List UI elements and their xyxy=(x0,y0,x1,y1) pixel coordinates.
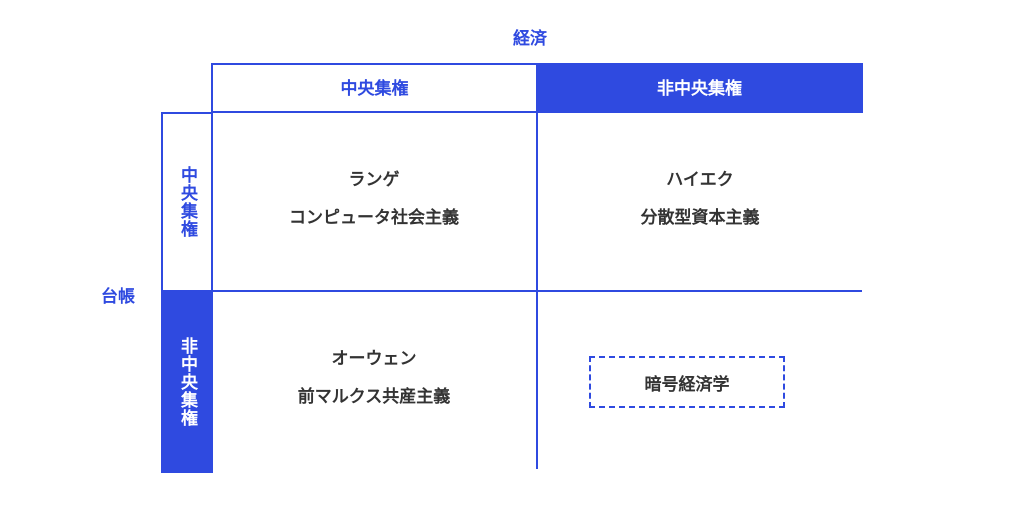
cell-central-decentral-line1: ハイエク xyxy=(666,170,734,190)
cell-decentral-decentral-dashed-box: 暗号経済学 xyxy=(589,356,785,408)
cell-decentral-decentral-label: 暗号経済学 xyxy=(644,374,730,395)
row-header-decentral-label: 非中央集権 xyxy=(177,337,197,427)
cell-central-central: ランゲ コンピュータ社会主義 xyxy=(211,161,537,237)
column-header-decentral: 非中央集権 xyxy=(536,63,863,113)
cell-central-central-line1: ランゲ xyxy=(348,170,400,190)
cell-central-central-line2: コンピュータ社会主義 xyxy=(289,208,459,228)
y-axis-label: 台帳 xyxy=(101,287,135,307)
row-header-central-label: 中央集権 xyxy=(177,166,197,238)
row-header-central: 中央集権 xyxy=(161,112,213,292)
column-header-central-label: 中央集権 xyxy=(340,79,409,99)
cell-decentral-central-line1: オーウェン xyxy=(331,349,417,369)
cell-decentral-central-line2: 前マルクス共産主義 xyxy=(297,387,451,407)
column-header-decentral-label: 非中央集権 xyxy=(657,79,742,99)
row-header-decentral: 非中央集権 xyxy=(161,291,213,473)
cell-central-decentral: ハイエク 分散型資本主義 xyxy=(537,161,863,237)
column-header-central: 中央集権 xyxy=(211,63,538,113)
cell-decentral-central: オーウェン 前マルクス共産主義 xyxy=(211,340,537,416)
vertical-divider xyxy=(536,112,538,469)
x-axis-label: 経済 xyxy=(513,29,547,49)
cell-central-decentral-line2: 分散型資本主義 xyxy=(640,208,760,228)
